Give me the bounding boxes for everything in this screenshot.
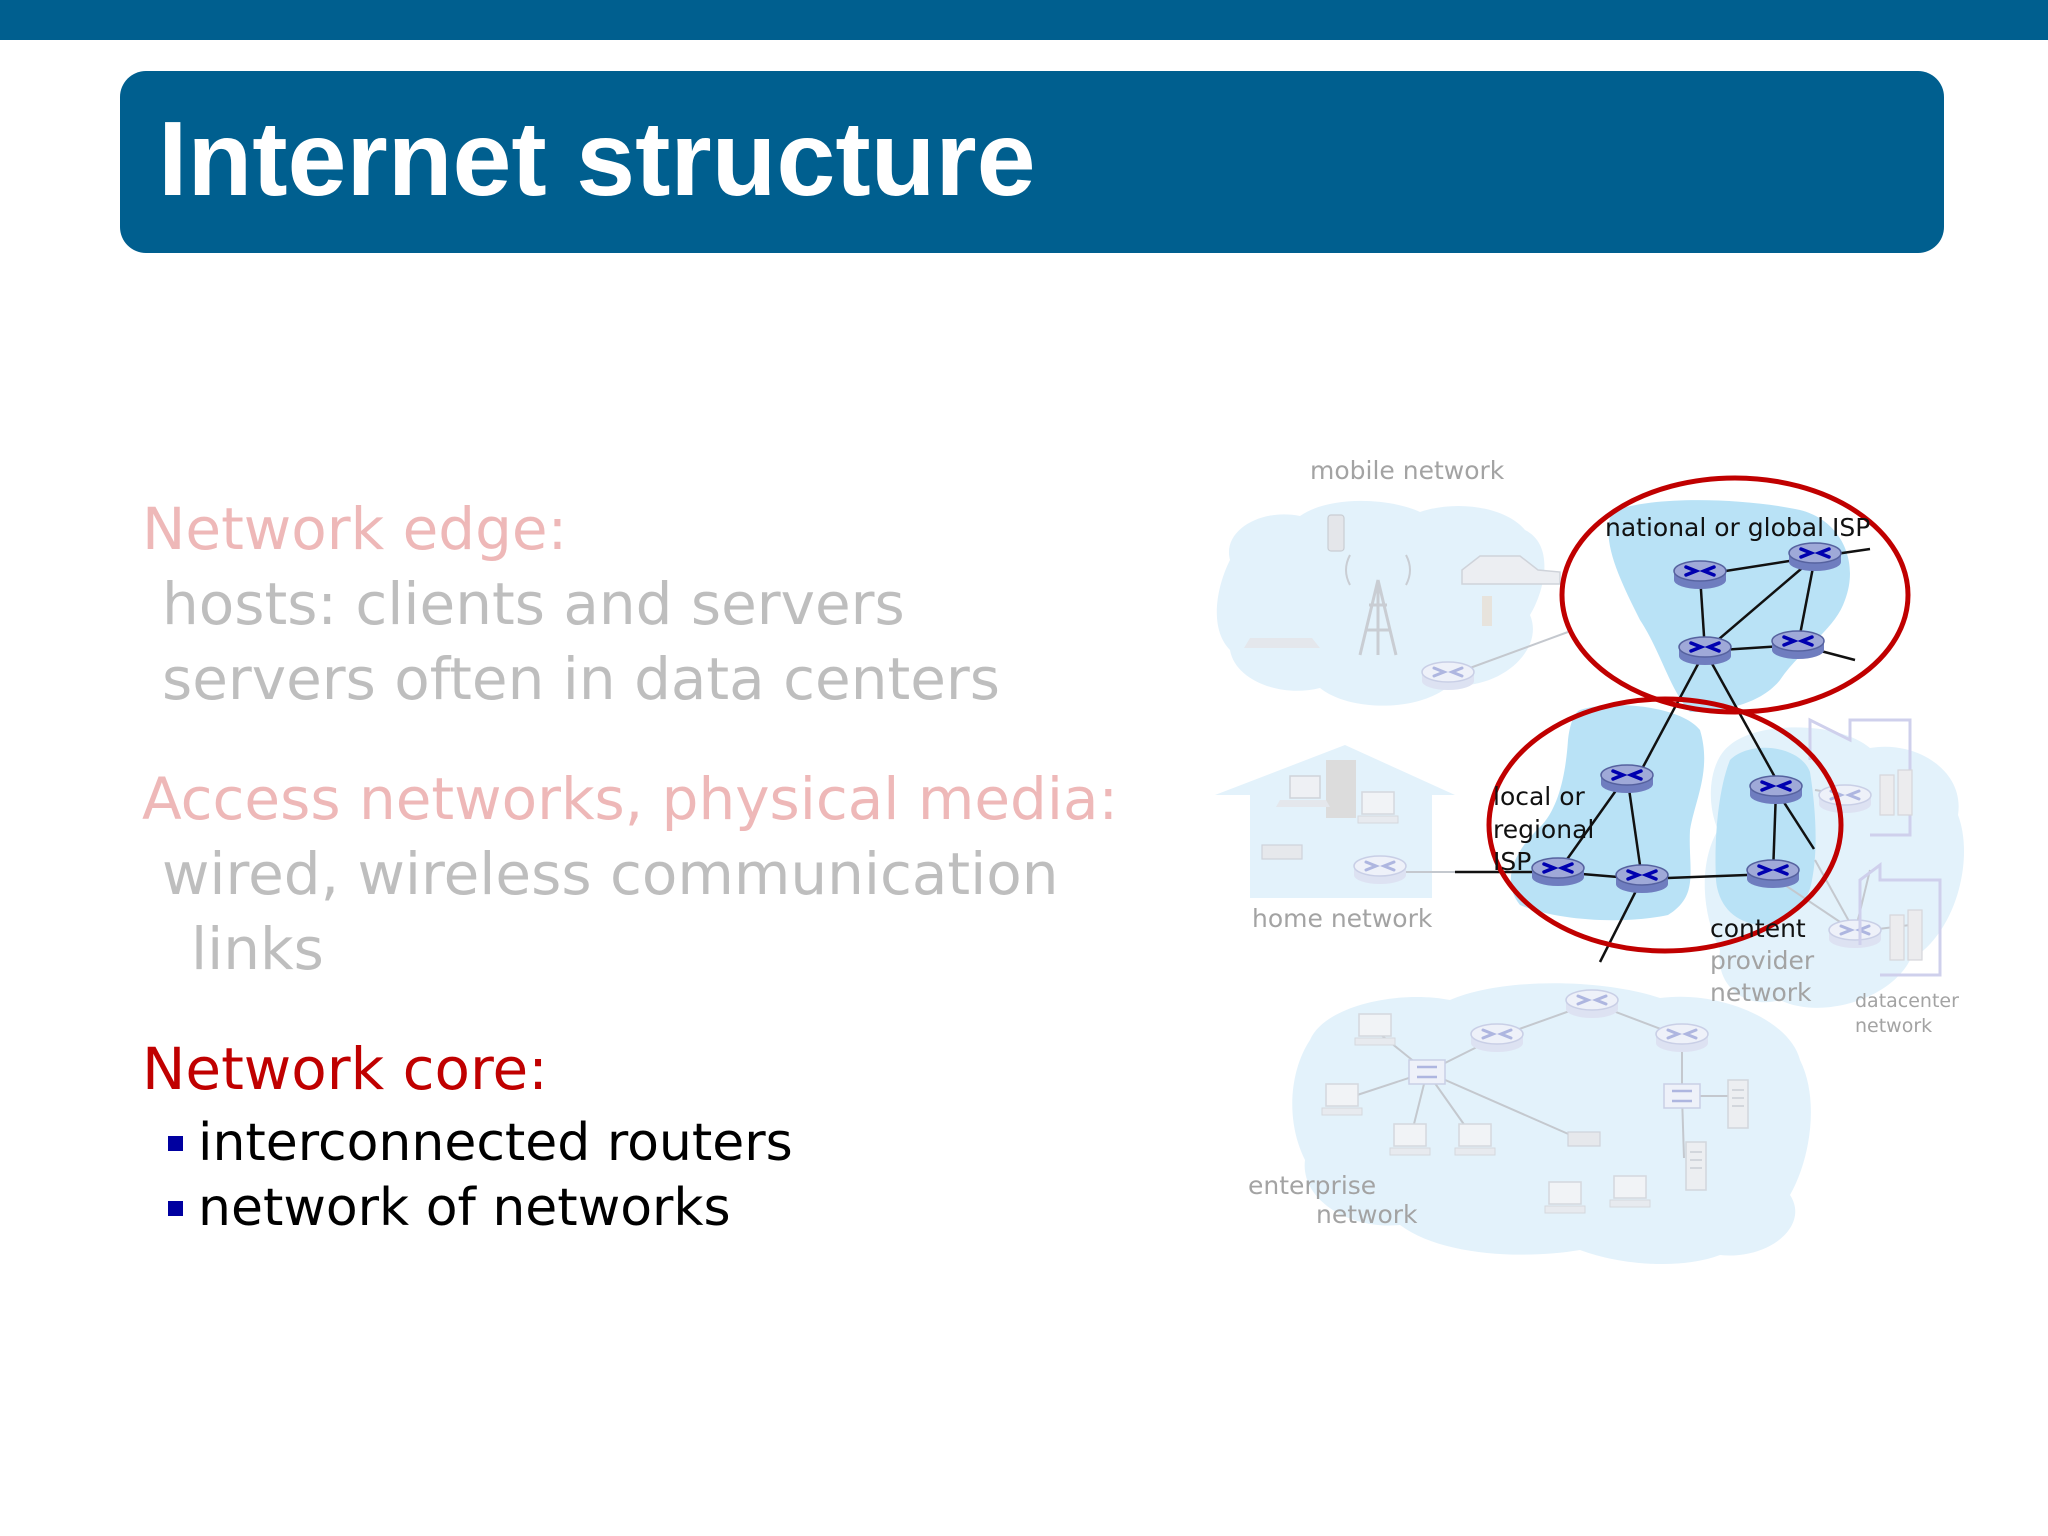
wifi-router-icon	[1261, 844, 1303, 860]
enterprise-label-1: enterprise	[1248, 1171, 1376, 1200]
internet-structure-diagram: mobile network national or global ISP lo…	[1215, 456, 1965, 1265]
datacenter-buildings	[1808, 717, 1942, 977]
isp-router-icon	[1677, 635, 1733, 667]
mobile-network-cloud	[1216, 500, 1545, 706]
local-isp-label-1: local or	[1493, 782, 1585, 811]
access-networks-heading: Access networks, physical media:	[142, 765, 1119, 833]
isp-router-icon	[1748, 774, 1804, 806]
enterprise-label-2: network	[1316, 1200, 1418, 1229]
top-accent-band	[0, 0, 2048, 40]
isp-router-icon	[1787, 541, 1843, 573]
content-provider-label-2: provider	[1710, 946, 1815, 975]
title-bar: Internet structure	[120, 71, 1944, 253]
slide-bullets: Network edge: hosts: clients and servers…	[142, 495, 1119, 1238]
network-edge-line-1: hosts: clients and servers	[162, 570, 905, 638]
access-networks-line-1: wired, wireless communication	[162, 840, 1059, 908]
datacenter-label-1: datacenter	[1855, 990, 1959, 1012]
bullet-square-icon	[168, 1201, 183, 1216]
fridge-icon	[1326, 760, 1356, 818]
phone-icon	[1327, 514, 1345, 552]
traffic-light-icon	[1482, 596, 1492, 626]
access-networks-line-2: links	[191, 915, 324, 983]
datacenter-label-2: network	[1855, 1015, 1932, 1037]
cell-tower-icon	[1345, 554, 1411, 656]
isp-router-icon	[1530, 856, 1586, 888]
local-isp-label-2: regional	[1493, 815, 1594, 844]
laptop-icon	[1244, 638, 1320, 648]
core-highlight	[1486, 696, 1844, 954]
network-core-bullet-2: network of networks	[198, 1178, 731, 1238]
isp-router-icon	[1614, 863, 1670, 895]
content-provider-label-1: content	[1710, 914, 1806, 943]
isp-router-icon	[1745, 858, 1801, 890]
mobile-network-label: mobile network	[1310, 456, 1505, 485]
edge-devices	[1244, 514, 1883, 1214]
car-icon	[1461, 555, 1561, 585]
bullet-square-icon	[168, 1136, 183, 1151]
global-isp-label: national or global ISP	[1605, 513, 1870, 542]
content-provider-label-3: network	[1710, 978, 1812, 1007]
isp-router-icon	[1770, 629, 1826, 661]
slide-title: Internet structure	[158, 100, 1036, 218]
wifi-router-icon	[1567, 1131, 1601, 1147]
network-core-bullet-1: interconnected routers	[198, 1113, 793, 1173]
network-edge-line-2: servers often in data centers	[162, 645, 1000, 713]
isp-router-icon	[1599, 763, 1655, 795]
network-edge-heading: Network edge:	[142, 495, 568, 563]
home-network-label: home network	[1252, 904, 1433, 933]
content-provider-core-cloud	[1715, 747, 1816, 925]
network-core-heading: Network core:	[142, 1035, 548, 1103]
isp-router-icon	[1672, 559, 1728, 591]
local-isp-label-3: ISP	[1493, 847, 1531, 876]
laptop-icon	[1276, 775, 1330, 807]
